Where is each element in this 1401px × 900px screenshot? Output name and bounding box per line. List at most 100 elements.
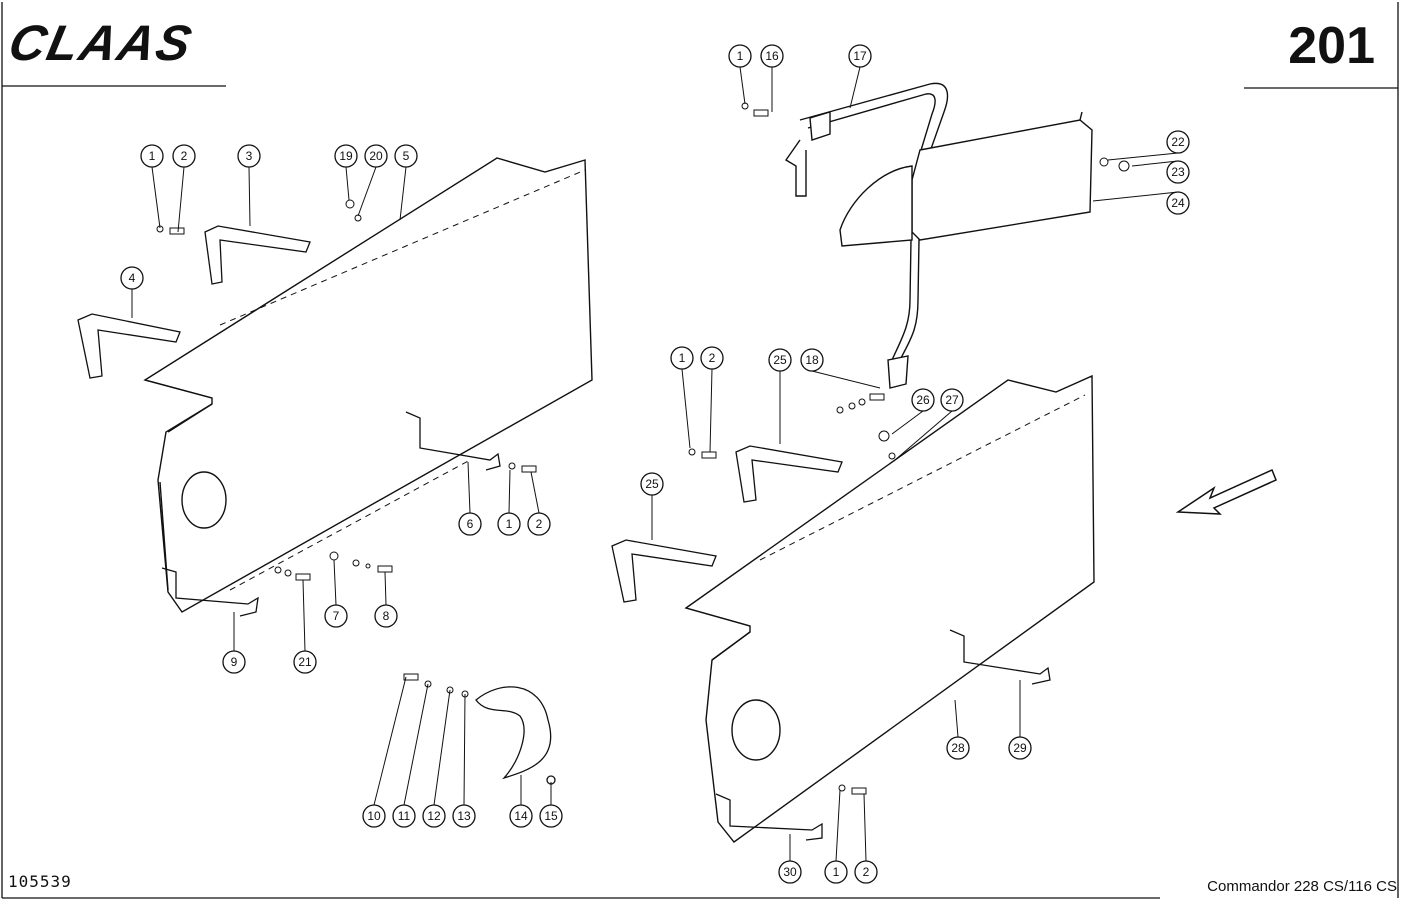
callout-number: 5	[403, 149, 410, 163]
callout-number: 1	[149, 149, 156, 163]
document-number: 105539	[8, 872, 72, 891]
callout-number: 9	[231, 655, 238, 669]
callout-number: 22	[1171, 135, 1185, 149]
leader-line	[681, 368, 691, 449]
callout-number: 1	[833, 865, 840, 879]
left-panel-dashed-centerline	[219, 169, 586, 591]
callout-circle	[422, 804, 446, 828]
callout-c12: 12	[422, 689, 451, 828]
callout-c10: 10	[362, 676, 407, 828]
callout-c27: 27	[894, 388, 964, 461]
leader-line	[463, 693, 466, 806]
callout-c2e: 2	[854, 793, 878, 884]
callout-circle	[700, 346, 724, 370]
cover-14	[475, 686, 556, 785]
callout-c24: 24	[1092, 191, 1190, 215]
callout-number: 7	[333, 609, 340, 623]
leader-line	[302, 579, 306, 652]
leader-line	[384, 571, 387, 606]
callout-c17: 17	[848, 44, 872, 109]
leader-line	[891, 410, 924, 435]
callout-circle	[394, 144, 418, 168]
shield-24	[839, 111, 1093, 247]
callout-number: 10	[367, 809, 381, 823]
bracket-4	[77, 313, 181, 379]
bracket-30	[715, 793, 823, 841]
callout-c25a: 25	[768, 348, 792, 444]
callout-number: 1	[506, 517, 513, 531]
callout-c13: 13	[452, 693, 476, 828]
callout-number: 3	[246, 149, 253, 163]
callout-number: 2	[709, 351, 716, 365]
callout-c28: 28	[946, 699, 970, 760]
leader-line	[151, 166, 161, 229]
callout-circle	[324, 604, 348, 628]
leader-line	[357, 166, 377, 217]
callout-circle	[120, 266, 144, 290]
callout-number: 21	[298, 655, 312, 669]
direction-arrow-icon	[1175, 468, 1277, 515]
leader-line	[811, 370, 881, 389]
callout-number: 23	[1171, 165, 1185, 179]
callout-circle	[911, 388, 935, 412]
leader-line	[508, 469, 511, 514]
callout-circle	[1166, 160, 1190, 184]
callout-c6: 6	[458, 461, 482, 536]
callout-c1a: 1	[140, 144, 164, 229]
callout-circle	[1008, 736, 1032, 760]
callout-c23: 23	[1131, 160, 1190, 184]
callout-c11: 11	[392, 683, 429, 828]
bracket-9	[161, 567, 259, 617]
leader-line	[954, 699, 959, 738]
callout-c2a: 2	[172, 144, 196, 233]
callout-c1b: 1	[497, 469, 521, 536]
callout-number: 2	[863, 865, 870, 879]
page-number: 201	[1288, 17, 1375, 75]
callout-c29: 29	[1008, 680, 1032, 760]
bracket-3	[204, 225, 311, 285]
callout-number: 8	[383, 609, 390, 623]
callout-circle	[768, 348, 792, 372]
callout-number: 15	[544, 809, 558, 823]
leader-line	[1131, 160, 1179, 167]
callout-c25b: 25	[640, 472, 664, 540]
callout-number: 4	[129, 271, 136, 285]
callout-c1d: 1	[670, 346, 694, 449]
leader-line	[399, 166, 407, 221]
callout-c2b: 2	[527, 471, 551, 536]
callout-circle	[392, 804, 416, 828]
callout-number: 2	[181, 149, 188, 163]
callout-c15: 15	[539, 782, 563, 828]
fastener-group-10-13	[403, 673, 469, 698]
callout-number: 28	[951, 741, 965, 755]
tube-frame-17	[784, 82, 949, 389]
bracket-25-upper	[735, 445, 843, 503]
callout-c8: 8	[374, 571, 398, 628]
callout-c18: 18	[800, 348, 881, 389]
callout-c19: 19	[334, 144, 358, 201]
callout-circle	[364, 144, 388, 168]
callout-circle	[140, 144, 164, 168]
callout-circle	[293, 650, 317, 674]
callout-number: 18	[805, 353, 819, 367]
leader-line	[1107, 152, 1179, 161]
callout-number: 12	[427, 809, 441, 823]
left-side-panel	[143, 157, 593, 613]
callout-c7: 7	[324, 559, 348, 628]
callout-circle	[1166, 191, 1190, 215]
callout-c22: 22	[1107, 130, 1190, 161]
callout-number: 6	[467, 517, 474, 531]
leader-line	[739, 66, 746, 105]
callout-number: 11	[398, 809, 411, 823]
callout-circle	[362, 804, 386, 828]
leader-line	[835, 789, 841, 862]
callout-c26: 26	[891, 388, 935, 435]
callout-circle	[778, 860, 802, 884]
bracket-6	[405, 411, 501, 471]
callout-number: 29	[1013, 741, 1027, 755]
bracket-29	[949, 629, 1051, 685]
callout-circle	[539, 804, 563, 828]
callout-circle	[172, 144, 196, 168]
leader-line	[530, 471, 540, 514]
left-fasteners	[156, 199, 537, 581]
